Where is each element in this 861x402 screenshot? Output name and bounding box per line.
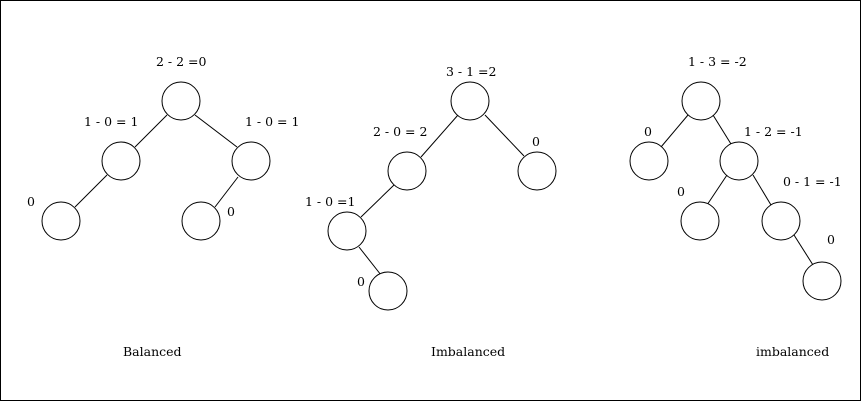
tree-imbalanced-left: 3 - 1 =2 2 - 0 = 2 0 1 - 0 =1 0 Imbalanc… — [305, 64, 557, 359]
balance-factor-label: 0 - 1 = -1 — [783, 174, 842, 189]
balance-factor-label: 0 — [677, 184, 685, 199]
tree-node — [802, 261, 842, 301]
tree-node — [181, 201, 221, 241]
tree-node — [680, 201, 720, 241]
tree-edge — [712, 114, 732, 145]
tree-node — [41, 201, 81, 241]
tree-node — [101, 141, 141, 181]
tree-node — [161, 81, 201, 121]
tree-node — [368, 271, 408, 311]
tree-node — [387, 151, 427, 191]
tree-caption: Imbalanced — [431, 344, 505, 359]
tree-node — [719, 141, 759, 181]
tree-node — [761, 201, 801, 241]
tree-node — [231, 141, 271, 181]
tree-edge — [134, 114, 168, 148]
balance-factor-label: 0 — [27, 194, 35, 209]
tree-node — [629, 141, 669, 181]
tree-caption: Balanced — [123, 344, 182, 359]
tree-balanced: 2 - 2 =0 1 - 0 = 1 1 - 0 = 1 0 0 Balance… — [27, 54, 299, 359]
tree-node — [327, 211, 367, 251]
tree-edge — [360, 184, 395, 218]
tree-imbalanced-right: 1 - 3 = -2 0 1 - 2 = -1 0 0 - 1 = -1 0 i… — [629, 54, 842, 359]
balance-factor-label: 0 — [532, 134, 540, 149]
balance-factor-label: 1 - 0 = 1 — [84, 114, 138, 129]
tree-edge — [706, 174, 728, 206]
balance-factor-label: 0 — [827, 232, 835, 247]
tree-edge — [793, 234, 814, 266]
balance-factor-label: 2 - 0 = 2 — [373, 124, 427, 139]
tree-edge — [194, 114, 238, 148]
tree-node — [517, 151, 557, 191]
balance-factor-label: 1 - 2 = -1 — [744, 124, 803, 139]
balance-factor-label: 1 - 0 = 1 — [245, 114, 299, 129]
balance-factor-label: 0 — [227, 204, 235, 219]
tree-edge — [484, 114, 525, 157]
balance-factor-label: 1 - 0 =1 — [305, 194, 355, 209]
balance-factor-label: 0 — [357, 274, 365, 289]
tree-edge — [358, 246, 382, 276]
balance-factor-label: 1 - 3 = -2 — [688, 54, 747, 69]
balance-factor-label: 2 - 2 =0 — [156, 54, 207, 69]
tree-edge — [420, 114, 459, 158]
tree-caption: imbalanced — [756, 344, 829, 359]
tree-edge — [214, 176, 239, 208]
balance-factor-label: 3 - 1 =2 — [446, 64, 496, 79]
tree-edge — [752, 174, 772, 206]
tree-edge — [74, 174, 108, 208]
balance-factor-label: 0 — [644, 124, 652, 139]
tree-edge — [660, 114, 689, 148]
tree-node — [450, 81, 490, 121]
tree-node — [681, 81, 721, 121]
